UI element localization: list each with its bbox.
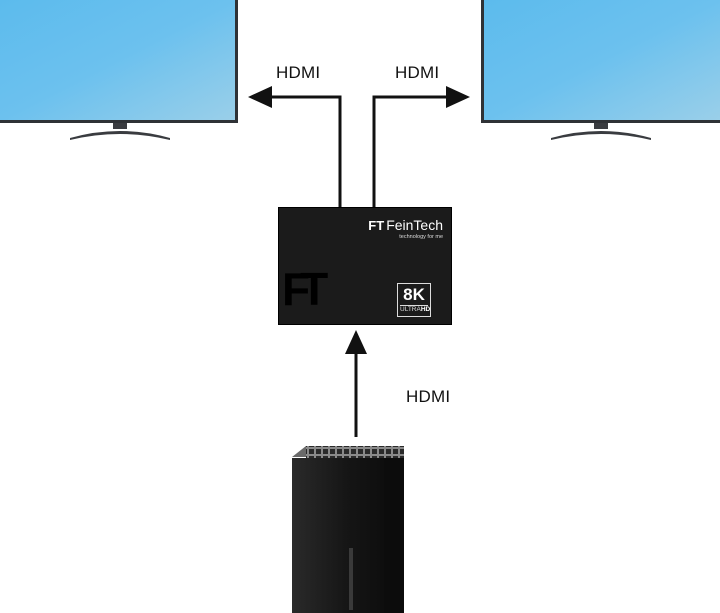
input-label: HDMI [406,387,451,406]
input-arrow [345,330,367,437]
left-tv-stand [70,131,170,140]
console-side [384,458,404,613]
output-arrow-left [248,86,342,207]
console-grill [306,446,404,459]
badge-ultra: ULTRA [400,306,421,313]
brand-tagline: technology for me [399,234,443,240]
badge-resolution: 8K [403,285,425,304]
right-tv-stand [551,131,651,140]
output-right-label: HDMI [395,63,440,82]
output-arrow-right [372,86,470,207]
right-tv-screen [484,0,720,120]
8k-ultrahd-badge: 8K ULTRAHD [397,283,431,317]
badge-hd: HD [420,306,431,313]
game-console [292,446,404,613]
left-tv-neck [113,123,127,129]
badge-subtitle: ULTRAHD [400,305,431,314]
left-tv [0,0,238,140]
right-tv [481,0,720,140]
left-tv-screen [0,0,235,120]
brand-mark: FT [368,218,385,233]
brand-name: FeinTech [386,217,443,233]
big-ft-logo: FT [282,263,328,315]
output-left-label: HDMI [276,63,321,82]
console-port [349,548,353,610]
right-tv-neck [594,123,608,129]
